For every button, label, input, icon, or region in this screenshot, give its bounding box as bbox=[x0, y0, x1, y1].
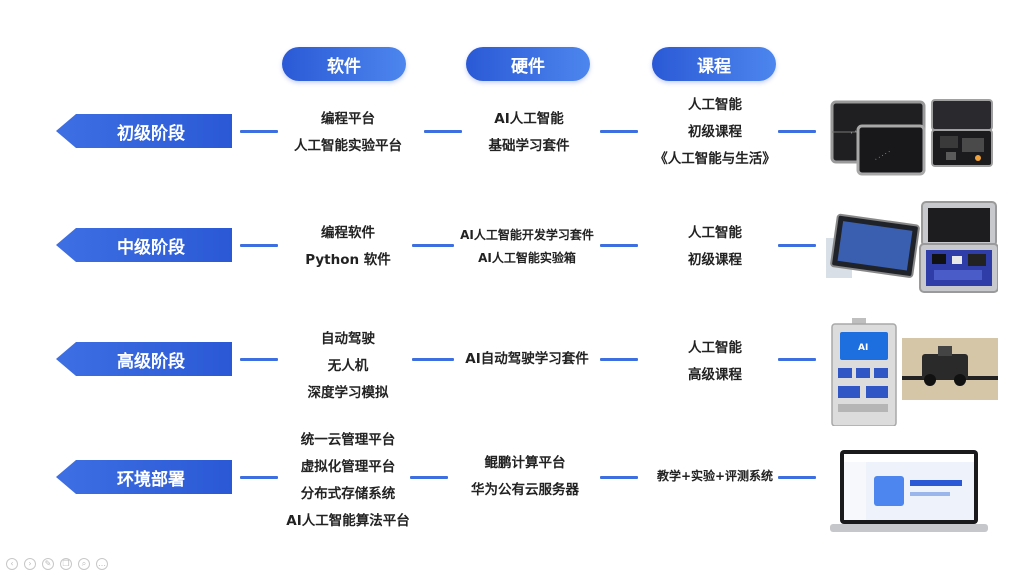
connector bbox=[778, 130, 816, 133]
course-cell-advanced: 人工智能 高级课程 bbox=[640, 335, 790, 389]
next-icon[interactable]: › bbox=[24, 558, 36, 570]
course-item: 初级课程 bbox=[688, 252, 742, 268]
connector bbox=[240, 358, 278, 361]
course-item: 教学+实验+评测系统 bbox=[656, 468, 774, 483]
zoom-icon[interactable]: ⌕ bbox=[78, 558, 90, 570]
more-icon[interactable]: … bbox=[96, 558, 108, 570]
software-item: 人工智能实验平台 bbox=[294, 138, 402, 154]
stage-tag-advanced: 高级阶段 bbox=[56, 342, 232, 376]
connector bbox=[778, 244, 816, 247]
ai-kit-cases-image: · · · · · · · · · · bbox=[828, 98, 996, 178]
connector bbox=[600, 130, 638, 133]
hardware-cell-deployment: 鲲鹏计算平台 华为公有云服务器 bbox=[452, 450, 598, 504]
stage-tag-intermediate: 中级阶段 bbox=[56, 228, 232, 262]
software-cell-intermediate: 编程软件 Python 软件 bbox=[278, 220, 418, 274]
course-item: 高级课程 bbox=[688, 367, 742, 383]
connector bbox=[410, 476, 448, 479]
hardware-item: AI人工智能实验箱 bbox=[478, 251, 576, 265]
connector bbox=[240, 130, 278, 133]
connector bbox=[412, 358, 454, 361]
header-hardware: 硬件 bbox=[466, 47, 590, 81]
header-course: 课程 bbox=[652, 47, 776, 81]
hardware-item: AI自动驾驶学习套件 bbox=[465, 350, 589, 367]
software-cell-advanced: 自动驾驶 无人机 深度学习模拟 bbox=[278, 326, 418, 407]
course-cell-deployment: 教学+实验+评测系统 bbox=[640, 463, 790, 489]
software-item: 编程平台 bbox=[321, 111, 375, 127]
copy-icon[interactable]: ❐ bbox=[60, 558, 72, 570]
hardware-item: 鲲鹏计算平台 bbox=[484, 455, 566, 471]
hardware-item: AI人工智能 bbox=[494, 111, 564, 127]
connector bbox=[778, 358, 816, 361]
software-item: 分布式存储系统 bbox=[300, 486, 396, 502]
connector bbox=[424, 130, 462, 133]
course-item: 《人工智能与生活》 bbox=[654, 151, 776, 167]
software-item: 无人机 bbox=[327, 358, 369, 374]
software-cell-beginner: 编程平台 人工智能实验平台 bbox=[278, 106, 418, 160]
pen-icon[interactable]: ✎ bbox=[42, 558, 54, 570]
connector bbox=[600, 476, 638, 479]
software-item: 编程软件 bbox=[321, 225, 375, 241]
connector bbox=[600, 244, 638, 247]
software-item: 统一云管理平台 bbox=[300, 432, 396, 448]
hardware-cell-advanced: AI自动驾驶学习套件 bbox=[454, 345, 600, 373]
course-item: 人工智能 bbox=[688, 340, 742, 356]
svg-text:AI: AI bbox=[858, 343, 868, 353]
ai-lab-box-image bbox=[826, 198, 998, 296]
header-software: 软件 bbox=[282, 47, 406, 81]
connector bbox=[600, 358, 638, 361]
software-item: AI人工智能算法平台 bbox=[286, 513, 410, 529]
hardware-cell-beginner: AI人工智能 基础学习套件 bbox=[462, 106, 596, 160]
connector bbox=[412, 244, 454, 247]
hardware-item: AI人工智能开发学习套件 bbox=[460, 228, 594, 242]
stage-tag-deployment: 环境部署 bbox=[56, 460, 232, 494]
prev-icon[interactable]: ‹ bbox=[6, 558, 18, 570]
stage-tag-beginner: 初级阶段 bbox=[56, 114, 232, 148]
course-item: 初级课程 bbox=[688, 124, 742, 140]
course-cell-beginner: 人工智能 初级课程 《人工智能与生活》 bbox=[640, 92, 790, 173]
connector bbox=[240, 476, 278, 479]
course-item: 人工智能 bbox=[688, 97, 742, 113]
software-cell-deployment: 统一云管理平台 虚拟化管理平台 分布式存储系统 AI人工智能算法平台 bbox=[270, 427, 426, 535]
course-item: 人工智能 bbox=[688, 225, 742, 241]
hardware-cell-intermediate: AI人工智能开发学习套件 AI人工智能实验箱 bbox=[454, 224, 600, 270]
software-item: 虚拟化管理平台 bbox=[300, 459, 396, 475]
software-item: 深度学习模拟 bbox=[307, 385, 389, 401]
connector bbox=[240, 244, 278, 247]
software-item: 自动驾驶 bbox=[321, 331, 375, 347]
software-item: Python 软件 bbox=[305, 252, 391, 268]
presentation-toolbar: ‹ › ✎ ❐ ⌕ … bbox=[6, 558, 108, 570]
course-cell-intermediate: 人工智能 初级课程 bbox=[640, 220, 790, 274]
hardware-item: 基础学习套件 bbox=[488, 138, 570, 154]
connector bbox=[778, 476, 816, 479]
autonomous-driving-kit-image: AI bbox=[830, 318, 998, 426]
laptop-platform-image bbox=[830, 446, 988, 534]
hardware-item: 华为公有云服务器 bbox=[471, 482, 579, 498]
